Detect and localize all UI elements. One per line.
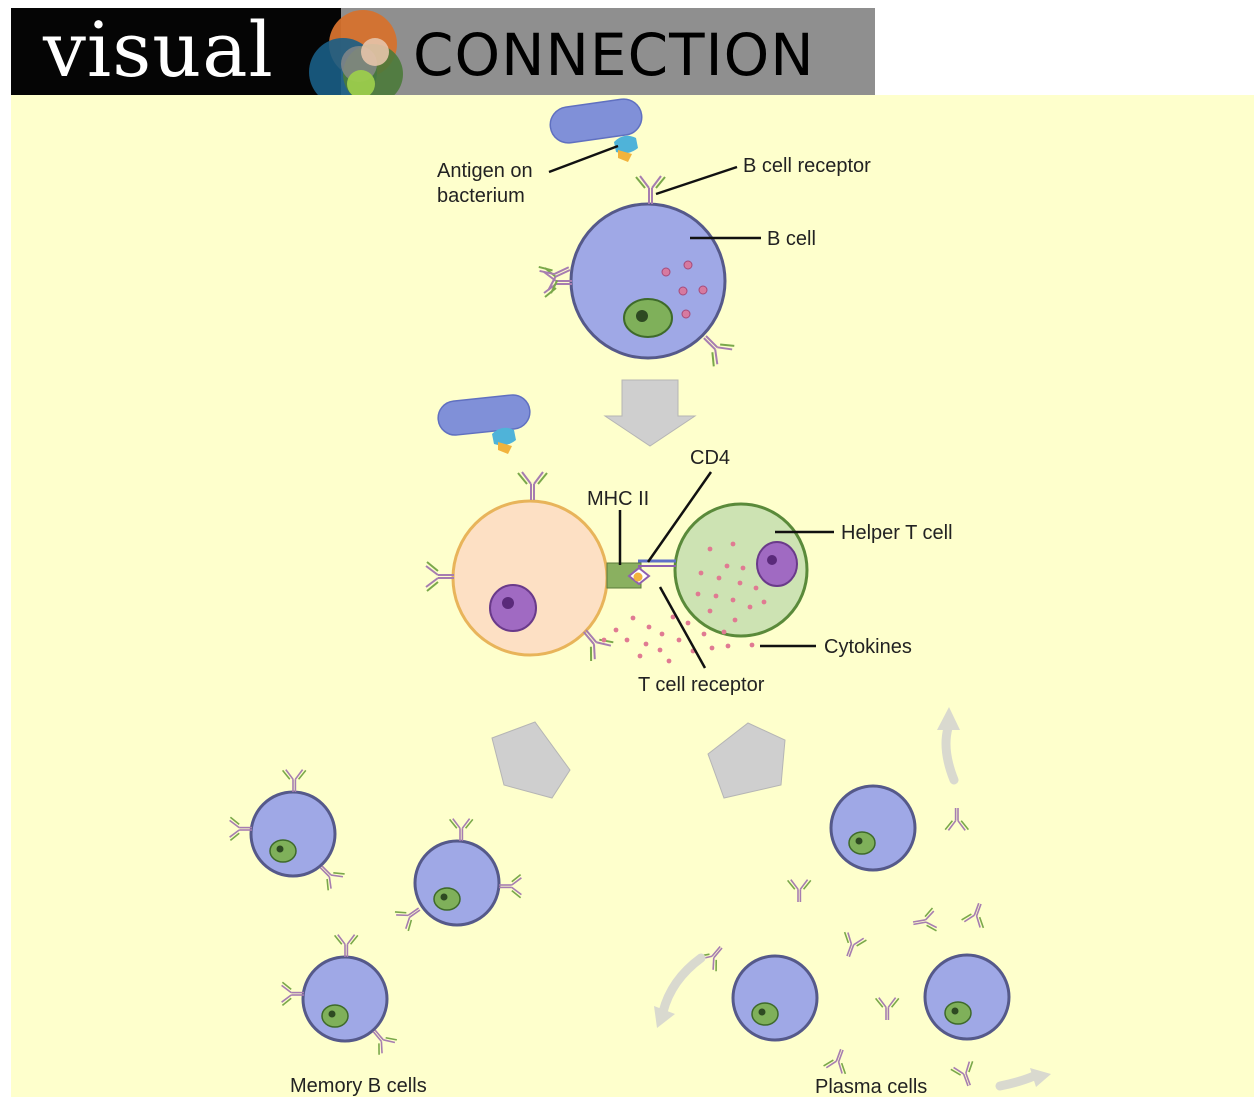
bacterium-top — [549, 98, 643, 162]
memory-b-cell-1 — [228, 768, 346, 892]
activated-b-cell — [425, 471, 642, 663]
label-t-cell-receptor: T cell receptor — [638, 674, 765, 696]
b-cell-top — [536, 175, 736, 369]
memory-b-cell-3 — [280, 933, 399, 1057]
bacterium-middle — [437, 394, 531, 454]
arrow-down — [603, 379, 697, 447]
plasma-cell-3 — [923, 953, 1011, 1041]
plasma-cell-1 — [829, 784, 917, 872]
banner-connection-text: CONNECTION — [413, 21, 815, 89]
label-memory-b-cells: Memory B cells — [290, 1075, 427, 1097]
visual-connection-banner: visual CONNECTION — [11, 8, 875, 95]
plasma-cell-2 — [731, 954, 819, 1042]
label-antigen-line2: bacterium — [437, 185, 525, 207]
banner-visual-text: visual — [43, 5, 274, 94]
label-mhc2: MHC II — [587, 488, 649, 510]
arrow-to-plasma — [707, 722, 786, 799]
secretion-arrows — [658, 723, 1039, 1091]
venn-circles-icon — [309, 10, 403, 95]
label-cd4: CD4 — [690, 447, 730, 469]
label-cytokines: Cytokines — [824, 636, 912, 658]
banner-dark-block — [11, 8, 341, 95]
label-b-cell: B cell — [767, 228, 816, 250]
label-antigen-line1: Antigen on — [437, 160, 533, 182]
memory-b-cell-2 — [393, 817, 523, 933]
label-plasma-cells: Plasma cells — [815, 1076, 927, 1097]
label-b-cell-receptor: B cell receptor — [743, 155, 871, 177]
helper-t-cell — [627, 502, 809, 638]
secretion-arrow-heads — [654, 707, 1051, 1087]
arrow-to-memory — [491, 721, 571, 799]
banner-grey-block — [341, 8, 875, 95]
label-helper-t-cell: Helper T cell — [841, 522, 953, 544]
